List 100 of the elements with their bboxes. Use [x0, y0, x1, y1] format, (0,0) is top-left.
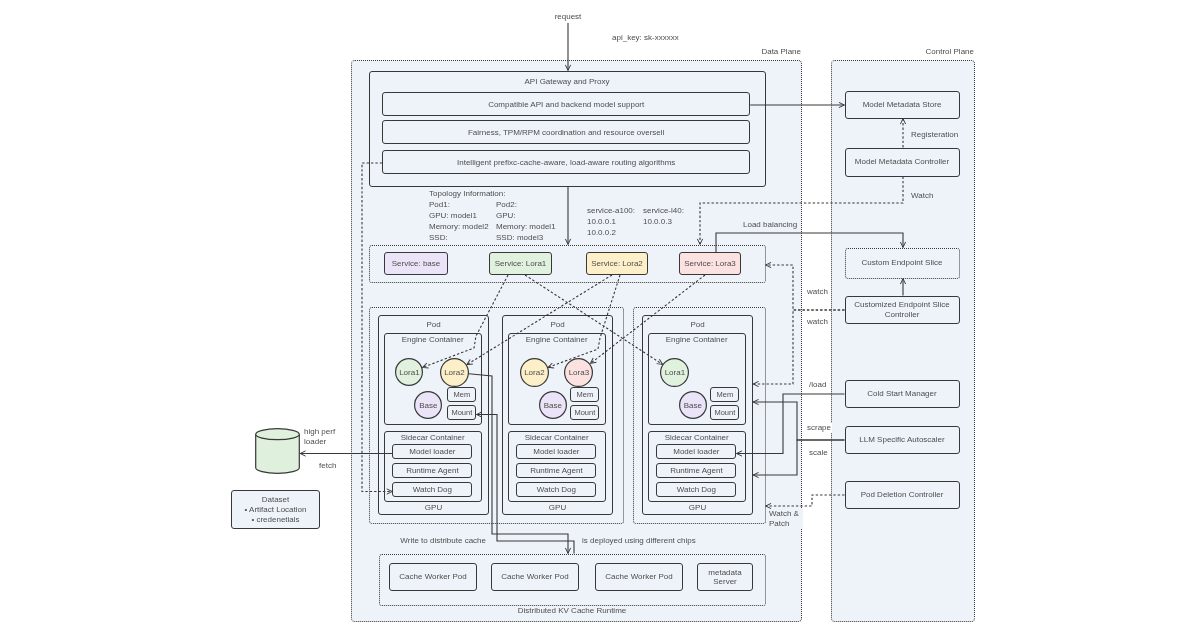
sidecar-container	[507, 430, 606, 502]
service-address: 10.0.0.2	[587, 228, 616, 238]
edge-label: scale	[808, 448, 829, 458]
arrow	[715, 232, 907, 253]
edge-label: /load	[808, 380, 828, 390]
note-text: high perf loader	[304, 427, 337, 447]
worker-box: Cache Worker Pod	[389, 563, 477, 591]
adapter-circle: Lora3	[564, 357, 594, 387]
edge-label: fetch	[318, 461, 338, 471]
topology-text: Topology Information:	[429, 189, 506, 199]
dataset-box	[231, 490, 320, 529]
adapter-circle: Lora1	[660, 357, 690, 387]
manager-box: Cold Start Manager	[844, 379, 960, 408]
dashed-arrow	[547, 274, 621, 369]
config-text: api_key: sk-xxxxxx	[612, 33, 679, 43]
pod-caption: GPU	[424, 503, 443, 513]
arrow	[752, 439, 846, 479]
service-box: Service: Lora1	[489, 252, 552, 275]
arrow	[735, 393, 846, 457]
pod-title: Pod	[550, 319, 565, 330]
base-model-circle: Base	[538, 391, 567, 420]
engine-container	[647, 332, 746, 425]
worker-box: Cache Worker Pod	[491, 563, 579, 591]
arrow	[475, 411, 575, 555]
edge-label: Load balancing	[742, 220, 799, 230]
arrow	[899, 277, 907, 297]
topology-text: SSD: model3	[496, 233, 544, 243]
list-item: • Artifact Location	[244, 504, 307, 515]
plane-title: Data Plane	[761, 47, 801, 57]
feature-box: Intelligent prefixc-cache-aware, load-aware routing algorithms	[382, 150, 751, 175]
agent-box: Runtime Agent	[656, 463, 737, 479]
feature-box: Fairness, TPM/RPM coordination and resource oversell	[382, 120, 751, 145]
arrow	[468, 373, 572, 555]
plane-title: Control Plane	[925, 47, 974, 57]
service-box: Service: Lora2	[586, 252, 648, 275]
pod-box	[378, 315, 489, 515]
topology-text: Pod1:	[429, 200, 450, 210]
service-box: Service: base	[384, 252, 448, 275]
panel-title: Sidecar Container	[664, 433, 729, 444]
adapter-circle: Lora2	[519, 357, 549, 387]
adapter-circle: Lora1	[395, 358, 424, 387]
edge-label: scrape	[806, 423, 832, 433]
panel-title: Sidecar Container	[400, 433, 465, 444]
dashed-arrow	[589, 274, 706, 365]
panel-title: Engine Container	[401, 335, 464, 346]
dashed-arrow	[764, 494, 846, 510]
panel-title: API Gateway and Proxy	[524, 76, 610, 87]
service-address: service-a100:	[587, 206, 636, 216]
arrow	[564, 185, 572, 246]
pod-title: Pod	[690, 319, 705, 330]
pod-caption: GPU	[548, 503, 567, 513]
list-heading: Dataset	[261, 494, 290, 505]
arrow	[749, 101, 846, 109]
controller-box: Pod Deletion Controller	[844, 480, 960, 509]
agent-box: Runtime Agent	[392, 463, 473, 479]
server-box: metadata Server	[697, 563, 753, 591]
edge-label: Watch & Patch	[768, 509, 803, 529]
engine-container	[507, 332, 606, 425]
agent-box: Watch Dog	[516, 482, 597, 498]
dashed-arrow	[466, 274, 613, 366]
edge-label: Watch	[910, 191, 935, 201]
dashed-arrow	[524, 274, 664, 366]
region-title: Distributed KV Cache Runtime	[517, 605, 627, 616]
edge-label: watch	[806, 317, 829, 327]
edge-label: watch	[806, 287, 829, 297]
agent-box: Model loader	[392, 444, 473, 460]
request-label: request	[546, 11, 590, 23]
topology-text: GPU:	[496, 211, 516, 221]
feature-box: Compatible API and backend model support	[382, 92, 751, 117]
controller-box: Model Metadata Controller	[844, 147, 960, 177]
service-address: service-l40:	[643, 206, 684, 216]
agent-box: Model loader	[656, 444, 737, 460]
edge-label: Registeration	[910, 130, 960, 140]
agent-box: Watch Dog	[392, 482, 473, 498]
autoscaler-box: LLM Specific Autoscaler	[844, 425, 960, 454]
list-item: • credenetials	[251, 514, 300, 525]
dashed-arrow	[361, 162, 393, 495]
worker-box: Cache Worker Pod	[595, 563, 683, 591]
pod-title: Pod	[426, 319, 441, 330]
arrow	[299, 450, 393, 457]
topology-text: Memory: model1	[496, 222, 556, 232]
topology-text: Pod2:	[496, 200, 517, 210]
sidecar-container	[647, 430, 746, 502]
adapter-circle: Lora2	[439, 357, 469, 387]
engine-container	[383, 332, 482, 425]
topology-text: SSD:	[429, 233, 448, 243]
topology-text: GPU: model1	[429, 211, 478, 221]
panel-title: Sidecar Container	[524, 433, 589, 444]
storage-cylinder	[255, 428, 300, 474]
controller-box: Customized Endpoint Slice Controller	[844, 295, 960, 324]
pod-box	[642, 315, 753, 515]
service-address: 10.0.0.1	[587, 217, 616, 227]
edge-label: Write to distribute cache	[399, 536, 487, 546]
base-model-circle: Base	[678, 391, 707, 420]
gateway-panel	[368, 70, 766, 187]
note-text: is deployed using different chips	[582, 536, 696, 546]
agent-box: Model loader	[516, 444, 597, 460]
service-address: 10.0.0.3	[643, 217, 672, 227]
base-model-circle: Base	[414, 391, 443, 420]
dashed-arrow	[421, 274, 509, 369]
